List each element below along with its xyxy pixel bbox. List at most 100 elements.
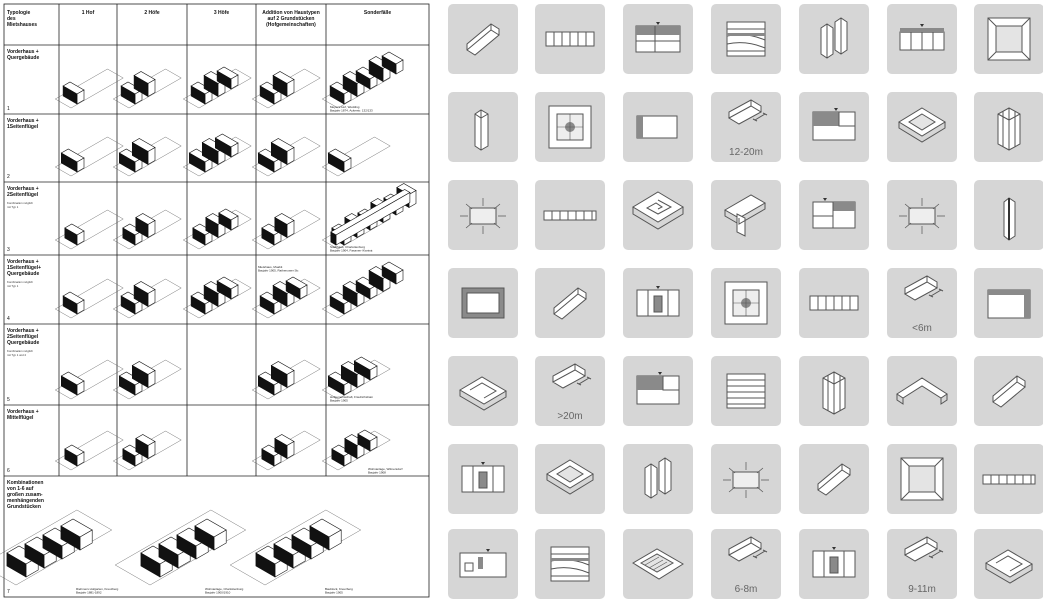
striped-plan-icon (535, 529, 605, 599)
core-plan-icon (799, 529, 869, 599)
row-label: 2Seitenflügel (7, 192, 39, 198)
catalog-tile (535, 268, 605, 338)
cluster-tower-icon (799, 356, 869, 426)
l-plan-icon (623, 356, 693, 426)
long-building-block (331, 190, 410, 246)
typology-table: TypologiedesMietshauses1 Hof2 Höfe3 Höfe… (0, 0, 431, 599)
bar-block-icon (535, 268, 605, 338)
catalog-tile (799, 444, 869, 514)
court-plan-icon (623, 4, 693, 74)
l-plan-icon (799, 92, 869, 162)
twin-tower-icon (799, 4, 869, 74)
row-number: 1 (7, 106, 10, 112)
catalog-tile (887, 4, 957, 74)
catalog-tile (535, 4, 605, 74)
perimeter-circle-plan-icon (535, 92, 605, 162)
row-label: Quergebäude (7, 340, 39, 346)
dimension-label: 9-11m (887, 584, 957, 595)
catalog-tile (974, 180, 1043, 250)
catalog-tile (974, 444, 1043, 514)
ring-block-icon (887, 92, 957, 162)
catalog-tile (711, 444, 781, 514)
catalog-tile (623, 4, 693, 74)
catalog-tile (799, 268, 869, 338)
bar-block-icon (974, 356, 1043, 426)
row-number: 4 (7, 316, 10, 322)
catalog-tile (535, 180, 605, 250)
catalog-tile (799, 4, 869, 74)
terrace-block-icon (623, 529, 693, 599)
sketch-caption: Baujahr 1905, Rathenower Str. (258, 269, 299, 273)
sun-plan-icon (887, 180, 957, 250)
dimension-label: <6m (887, 323, 957, 334)
catalog-tile (974, 268, 1043, 338)
tower-icon (448, 92, 518, 162)
building-block (65, 224, 84, 245)
catalog-tile (623, 529, 693, 599)
catalog-tile (974, 356, 1043, 426)
column-header: Sonderfälle (364, 10, 391, 16)
sun-plan-icon (448, 180, 518, 250)
perimeter-plan-icon (974, 4, 1043, 74)
frontage-plan-icon (799, 268, 869, 338)
catalog-tile (535, 444, 605, 514)
sketch-caption: Baujahr 1904, Fasanen-/Kantstr. (330, 249, 373, 253)
shaded-plan-icon (623, 92, 693, 162)
catalog-tile (799, 529, 869, 599)
row-number: 2 (7, 174, 10, 180)
catalog-tile (887, 444, 957, 514)
catalog-tile (799, 180, 869, 250)
catalog-tile (623, 180, 693, 250)
catalog-tile: 6-8m (711, 529, 781, 599)
catalog-tile (535, 92, 605, 162)
catalog-tile (623, 268, 693, 338)
tall-tower-icon (974, 180, 1043, 250)
catalog-tile (711, 356, 781, 426)
row-number: 6 (7, 468, 10, 474)
row-strip-icon (974, 444, 1043, 514)
row-strip-icon (535, 180, 605, 250)
small-plan-icon (448, 529, 518, 599)
row-note: mit Typ 1 und 2 (7, 353, 27, 357)
dimension-label: 6-8m (711, 584, 781, 595)
catalog-tile (887, 180, 957, 250)
core-plan-icon (623, 268, 693, 338)
twin-tower-icon (623, 444, 693, 514)
catalog-tile (711, 180, 781, 250)
catalog-tile (799, 356, 869, 426)
column-header: (Hofgemeinschaften) (266, 22, 316, 28)
catalog-tile (887, 356, 957, 426)
frontage-plan-icon (535, 4, 605, 74)
column-header: 1 Hof (82, 10, 95, 16)
t-block-icon (711, 180, 781, 250)
dimension-label: >20m (535, 411, 605, 422)
striped-plan-icon (711, 4, 781, 74)
sketch-caption: Baujahr 1900/1910 (205, 591, 231, 595)
corner-plan-icon (974, 268, 1043, 338)
catalog-tile: 9-11m (887, 529, 957, 599)
sketch-caption: Baujahr 1908 (368, 471, 386, 475)
u-block-icon (974, 529, 1043, 599)
building-block (63, 82, 84, 104)
core-plan-icon (448, 444, 518, 514)
catalog-tile (448, 356, 518, 426)
column-header: 3 Höfe (214, 10, 230, 16)
perimeter-plan-icon (887, 444, 957, 514)
dimension-label: 12-20m (711, 147, 781, 158)
sketch-caption: Baujahr 1905 (325, 591, 343, 595)
wing-plan-icon (887, 4, 957, 74)
catalog-tile (535, 529, 605, 599)
chevron-block-icon (887, 356, 957, 426)
catalog-tile (448, 529, 518, 599)
catalog-tile (711, 4, 781, 74)
building-block (63, 292, 84, 314)
catalog-tile (623, 356, 693, 426)
row-label: Mittelflügel (7, 415, 34, 421)
column-header: Mietshauses (7, 22, 37, 28)
building-block (65, 445, 84, 466)
bar-block-icon (799, 444, 869, 514)
catalog-tile (623, 444, 693, 514)
catalog-tile (448, 92, 518, 162)
building-type-catalog: 12-20m <6m >20m 6-8m 9-11m (440, 0, 1043, 599)
row-label: Quergebäude (7, 55, 39, 61)
